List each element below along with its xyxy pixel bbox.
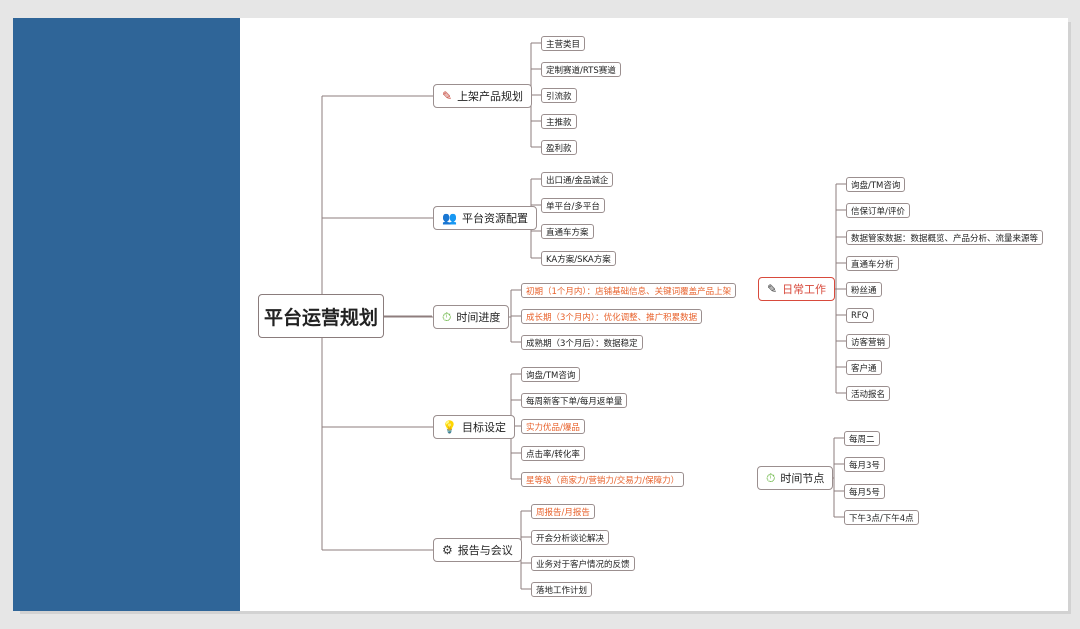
topic-label: 时间节点: [780, 472, 825, 485]
stopwatch-icon: ⏱: [766, 471, 776, 485]
topic-daily[interactable]: ✎ 日常工作: [758, 277, 836, 301]
topic-label: 报告与会议: [457, 544, 513, 557]
lightbulb-icon: 💡: [442, 420, 457, 434]
subtopic-daily[interactable]: 询盘/TM咨询: [846, 177, 906, 192]
people-icon: 👥: [442, 211, 457, 225]
subtopic-reports[interactable]: 落地工作计划: [531, 582, 593, 597]
topic-resources[interactable]: 👥 平台资源配置: [433, 206, 537, 230]
canvas-shadow-right: [1068, 22, 1071, 614]
subtopic-daily[interactable]: 数据管家数据：数据概览、产品分析、流量来源等: [846, 230, 1044, 245]
topic-label: 平台资源配置: [461, 212, 528, 225]
subtopic-resources[interactable]: 单平台/多平台: [541, 198, 605, 213]
gear-icon: ⚙: [442, 543, 453, 557]
stopwatch-icon: ⏱: [442, 310, 452, 324]
subtopic-daily[interactable]: RFQ: [846, 308, 874, 323]
subtopic-daily[interactable]: 直通车分析: [846, 256, 899, 271]
subtopic-goals[interactable]: 实力优品/爆品: [521, 419, 585, 434]
subtopic-daily[interactable]: 访客营销: [846, 334, 891, 349]
topic-schedule[interactable]: ⏱ 时间进度: [433, 305, 510, 329]
topic-label: 目标设定: [461, 421, 506, 434]
subtopic-goals[interactable]: 询盘/TM咨询: [521, 367, 581, 382]
subtopic-daily[interactable]: 活动报名: [846, 386, 891, 401]
subtopic-resources[interactable]: 出口通/金品诚企: [541, 172, 614, 187]
subtopic-schedule[interactable]: 成熟期（3个月后）：数据稳定: [521, 335, 643, 350]
subtopic-daily[interactable]: 客户通: [846, 360, 882, 375]
topic-reports[interactable]: ⚙ 报告与会议: [433, 538, 522, 562]
subtopic-listing[interactable]: 主营类目: [541, 36, 586, 51]
topic-listing[interactable]: ✎ 上架产品规划: [433, 84, 533, 108]
left-sidebar-panel: [13, 18, 240, 611]
subtopic-goals[interactable]: 星等级（商家力/营销力/交易力/保障力）: [521, 472, 685, 487]
canvas-shadow-bottom: [20, 611, 1068, 614]
subtopic-timeline[interactable]: 每周二: [844, 431, 880, 446]
subtopic-goals[interactable]: 每周新客下单/每月返单量: [521, 393, 628, 408]
subtopic-resources[interactable]: KA方案/SKA方案: [541, 251, 616, 266]
subtopic-resources[interactable]: 直通车方案: [541, 224, 594, 239]
subtopic-reports[interactable]: 开会分析谈论解决: [531, 530, 610, 545]
subtopic-timeline[interactable]: 每月5号: [844, 484, 885, 499]
pencil-icon: ✎: [767, 282, 778, 296]
subtopic-timeline[interactable]: 下午3点/下午4点: [844, 510, 919, 525]
topic-label: 时间进度: [456, 311, 501, 324]
root-topic[interactable]: 平台运营规划: [258, 294, 384, 338]
subtopic-listing[interactable]: 定制赛道/RTS赛道: [541, 62, 621, 77]
subtopic-listing[interactable]: 主推款: [541, 114, 577, 129]
topic-label: 日常工作: [782, 283, 827, 296]
topic-label: 上架产品规划: [457, 90, 524, 103]
subtopic-listing[interactable]: 盈利款: [541, 140, 577, 155]
subtopic-listing[interactable]: 引流款: [541, 88, 577, 103]
subtopic-reports[interactable]: 周报告/月报告: [531, 504, 595, 519]
topic-timeline[interactable]: ⏱ 时间节点: [757, 466, 834, 490]
subtopic-schedule[interactable]: 初期（1个月内）：店铺基础信息、关键词覆盖产品上架: [521, 283, 737, 298]
subtopic-goals[interactable]: 点击率/转化率: [521, 446, 585, 461]
subtopic-schedule[interactable]: 成长期（3个月内）：优化调整、推广积累数据: [521, 309, 703, 324]
pencil-icon: ✎: [442, 89, 453, 103]
subtopic-daily[interactable]: 粉丝通: [846, 282, 882, 297]
subtopic-reports[interactable]: 业务对于客户情况的反馈: [531, 556, 635, 571]
subtopic-daily[interactable]: 信保订单/评价: [846, 203, 910, 218]
subtopic-timeline[interactable]: 每月3号: [844, 457, 885, 472]
topic-goals[interactable]: 💡 目标设定: [433, 415, 515, 439]
